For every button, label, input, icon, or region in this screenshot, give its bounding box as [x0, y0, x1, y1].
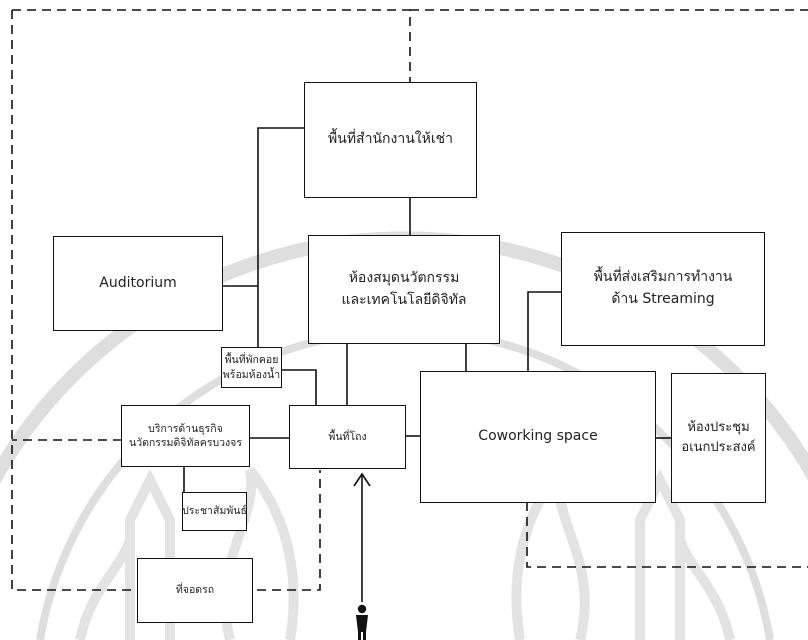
digital-library-box: ห้องสมุดนวัตกรรม และเทคโนโลยีดิจิทัล	[308, 235, 500, 344]
arrow-up-icon	[353, 472, 371, 487]
lobby-box: พื้นที่โถง	[289, 405, 406, 469]
seal-right-tower	[635, 468, 685, 640]
lobby-label: พื้นที่โถง	[328, 430, 367, 443]
streaming-label: พื้นที่ส่งเสริมการทำงาน ด้าน Streaming	[593, 269, 733, 307]
link-office-spine	[257, 127, 304, 347]
rest-area-box: พื้นที่พักคอย พร้อมห้องน้ำ	[221, 347, 282, 388]
rest-area-label: พื้นที่พักคอย พร้อมห้องน้ำ	[222, 354, 281, 381]
parking-box: ที่จอดรถ	[137, 558, 253, 623]
coworking-label: Coworking space	[478, 428, 598, 445]
business-service-label: บริการด้านธุรกิจ นวัตกรรมดิจิทัลครบวงจร	[129, 422, 242, 449]
person-icon	[356, 604, 368, 640]
coworking-box: Coworking space	[420, 371, 656, 503]
business-service-box: บริการด้านธุรกิจ นวัตกรรมดิจิทัลครบวงจร	[121, 405, 250, 467]
parking-label: ที่จอดรถ	[175, 584, 215, 597]
meeting-room-box: ห้องประชุม อเนกประสงค์	[671, 373, 766, 503]
public-relations-box: ประชาสัมพันธ์	[182, 492, 247, 531]
boundary-top-left	[12, 9, 411, 82]
public-relations-label: ประชาสัมพันธ์	[182, 505, 247, 518]
boundary-coworking-bottom	[526, 502, 808, 568]
streaming-box: พื้นที่ส่งเสริมการทำงาน ด้าน Streaming	[561, 232, 765, 346]
auditorium-box: Auditorium	[53, 236, 223, 331]
digital-library-label: ห้องสมุดนวัตกรรม และเทคโนโลยีดิจิทัล	[341, 269, 467, 308]
seal-right-arch	[675, 538, 735, 640]
office-rental-box: พื้นที่สำนักงานให้เช่า	[304, 82, 477, 198]
link-rest-lobby	[281, 369, 317, 405]
office-rental-label: พื้นที่สำนักงานให้เช่า	[328, 131, 453, 148]
link-streaming-coworking	[527, 291, 562, 371]
seal-left-arch	[75, 538, 135, 640]
boundary-left	[11, 10, 321, 591]
meeting-room-label: ห้องประชุม อเนกประสงค์	[681, 419, 756, 455]
auditorium-label: Auditorium	[99, 274, 177, 291]
